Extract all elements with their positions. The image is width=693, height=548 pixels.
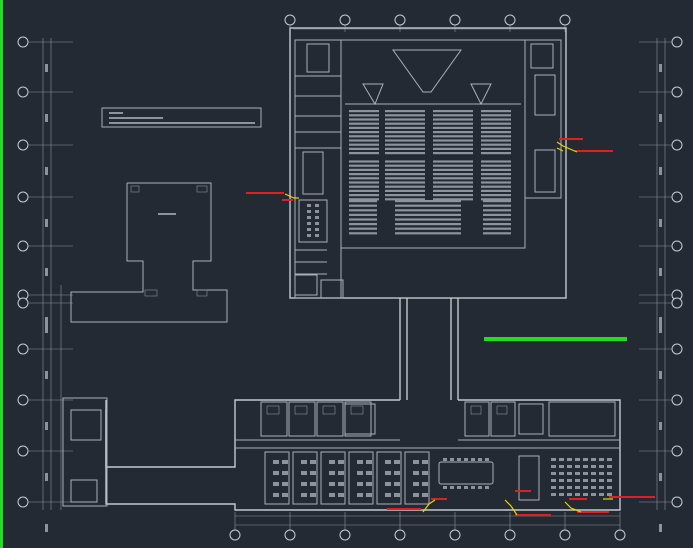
axis-bubble-left (17, 36, 29, 48)
axis-bubble-right (671, 297, 683, 309)
axis-bubble-right (671, 86, 683, 98)
axis-bubble-bottom (559, 529, 571, 541)
auditorium-block (289, 27, 567, 299)
axis-bubble-right (671, 139, 683, 151)
legend-box (101, 107, 262, 128)
top-axis-bubbles (284, 14, 571, 32)
axis-bubble-top (394, 14, 406, 26)
axis-bubble-left (17, 86, 29, 98)
markup-annotations (246, 138, 655, 516)
axis-bubble-left (17, 445, 29, 457)
axis-bubble-right (671, 191, 683, 203)
axis-bubble-left (17, 394, 29, 406)
axis-bubble-bottom (394, 529, 406, 541)
axis-bubble-bottom (504, 529, 516, 541)
axis-bubble-top (449, 14, 461, 26)
axis-bubble-bottom (614, 529, 626, 541)
site-outline-building (70, 182, 228, 323)
left-grid-column (17, 36, 73, 532)
axis-bubble-left (17, 496, 29, 508)
right-grid-column (639, 36, 683, 532)
axis-bubble-left (17, 240, 29, 252)
axis-bubble-right (671, 36, 683, 48)
axis-bubble-right (671, 445, 683, 457)
axis-bubble-bottom (284, 529, 296, 541)
axis-bubble-top (284, 14, 296, 26)
axis-bubble-left (17, 191, 29, 203)
axis-bubble-right (671, 343, 683, 355)
axis-bubble-bottom (449, 529, 461, 541)
axis-bubble-left (17, 139, 29, 151)
axis-bubble-right (671, 496, 683, 508)
axis-bubble-left (17, 297, 29, 309)
axis-bubble-bottom (339, 529, 351, 541)
bottom-wing (62, 397, 621, 511)
axis-bubble-top (504, 14, 516, 26)
bottom-axis-bubbles (229, 512, 626, 541)
axis-bubble-right (671, 240, 683, 252)
axis-bubble-right (671, 394, 683, 406)
corridors (399, 298, 459, 400)
axis-bubble-bottom (229, 529, 241, 541)
axis-bubble-left (17, 343, 29, 355)
axis-bubble-top (559, 14, 571, 26)
axis-bubble-top (339, 14, 351, 26)
floor-plan-svg (17, 14, 683, 541)
